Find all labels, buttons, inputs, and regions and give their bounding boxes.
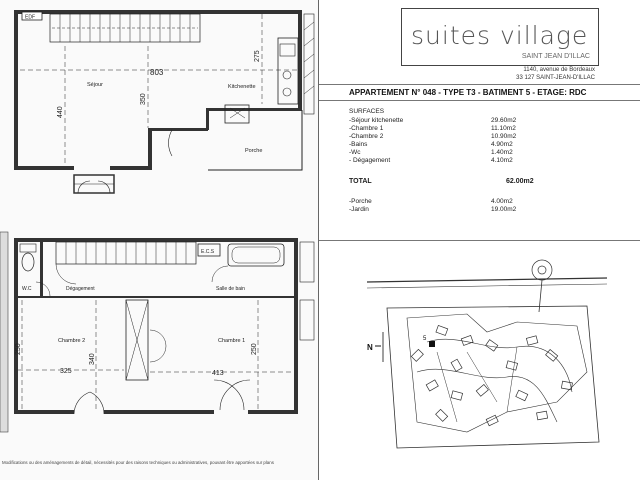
surface-row: -Chambre 1 11.10m2	[349, 125, 529, 133]
brand-name: suites village	[411, 21, 589, 50]
surfaces-heading: SURFACES	[349, 108, 385, 115]
surface-label: -Chambre 1	[349, 125, 384, 132]
site-plan-map: 5 N	[367, 259, 607, 449]
surface-label: -Wc	[349, 149, 361, 156]
room-wc: W.C	[22, 286, 32, 292]
dim-350: 350	[140, 93, 147, 105]
north-arrow-icon: N	[367, 332, 384, 362]
separator	[319, 84, 640, 85]
apartment-title: APPARTEMENT N° 048 - TYPE T3 - BATIMENT …	[349, 88, 587, 97]
total-label: TOTAL	[349, 178, 372, 185]
extra-label: -Jardin	[349, 206, 369, 213]
room-degagement: Dégagement	[66, 286, 95, 292]
surface-value: 1.40m2	[491, 149, 513, 156]
surface-row: -Chambre 2 10.90m2	[349, 133, 529, 141]
separator	[319, 240, 640, 241]
floor-plans: EDF 803 440 350 275 Séjour Kitchenette P…	[0, 0, 318, 480]
surface-total-row: TOTAL 62.00m2	[349, 178, 534, 186]
dim-275: 275	[254, 50, 261, 62]
surface-label: -Chambre 2	[349, 133, 384, 140]
extra-label: -Porche	[349, 198, 372, 205]
surface-value: 29.60m2	[491, 117, 517, 124]
surface-value: 11.10m2	[491, 125, 516, 132]
room-salle-de-bain: Salle de bain	[216, 286, 245, 292]
address-line-1: 1140, avenue de Bordeaux	[523, 67, 595, 73]
room-sejour: Séjour	[87, 82, 103, 88]
dim-250-left: 250	[15, 343, 22, 355]
ecs-tag: E.C.S	[201, 249, 215, 255]
extra-row: -Porche 4.00m2	[349, 198, 529, 206]
surface-row: -Bains 4.90m2	[349, 141, 529, 149]
dim-250-right: 250	[251, 343, 258, 355]
room-chambre-2: Chambre 2	[58, 338, 85, 344]
total-value: 62.00m2	[506, 178, 534, 185]
edf-tag: EDF	[25, 15, 35, 21]
dim-803: 803	[150, 68, 164, 77]
surface-label: -Séjour kitchenette	[349, 117, 404, 124]
surface-row: - Dégagement 4.10m2	[349, 157, 529, 165]
extra-value: 19.00m2	[491, 206, 517, 213]
surface-label: - Dégagement	[349, 157, 391, 164]
dim-413: 413	[212, 370, 224, 377]
dim-325: 325	[60, 368, 72, 375]
ground-floor-plan: EDF	[14, 10, 315, 194]
surface-value: 4.90m2	[491, 141, 513, 148]
address-line-2: 33 127 SAINT-JEAN-D'ILLAC	[516, 75, 595, 81]
plan-footnote: Modifications ou des aménagements de dét…	[2, 460, 274, 465]
extra-value: 4.00m2	[491, 198, 513, 205]
building-number: 5	[423, 336, 427, 342]
surface-label: -Bains	[349, 141, 368, 148]
surface-row: -Wc 1.40m2	[349, 149, 529, 157]
surface-value: 4.10m2	[491, 157, 513, 164]
dim-440: 440	[57, 106, 64, 118]
building-marker	[429, 341, 435, 347]
surface-row: -Séjour kitchenette 29.60m2	[349, 117, 529, 125]
brand-sub: SAINT JEAN D'ILLAC	[521, 53, 590, 60]
surface-value: 10.90m2	[491, 133, 517, 140]
separator	[319, 100, 640, 101]
dim-340: 340	[89, 353, 96, 365]
north-label: N	[367, 343, 373, 352]
brand-logo: suites village SAINT JEAN D'ILLAC	[401, 8, 599, 66]
upper-floor-plan: E.C.S	[0, 231, 315, 433]
address: 1140, avenue de Bordeaux 33 127 SAINT-JE…	[516, 66, 595, 82]
room-chambre-1: Chambre 1	[218, 338, 245, 344]
info-panel: suites village SAINT JEAN D'ILLAC 1140, …	[318, 0, 640, 480]
room-kitchenette: Kitchenette	[228, 84, 256, 90]
room-porche: Porche	[245, 148, 262, 154]
extra-row: -Jardin 19.00m2	[349, 206, 529, 214]
